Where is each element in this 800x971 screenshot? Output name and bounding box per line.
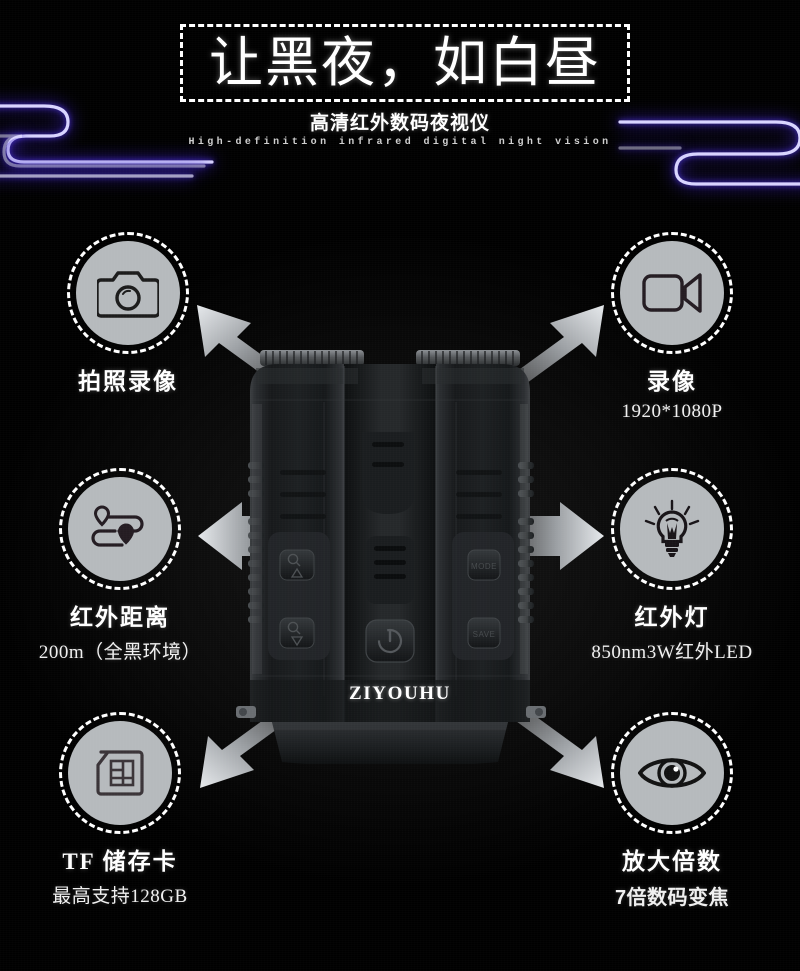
feature-icon-ring xyxy=(611,712,733,834)
subtitle-chinese: 高清红外数码夜视仪 xyxy=(309,113,490,134)
side-grip-right xyxy=(518,462,534,623)
feature-video-recording: 录像 1920*1080P xyxy=(562,232,782,423)
product-brand-label: ZIYOUHU xyxy=(349,683,451,704)
svg-text:MODE: MODE xyxy=(471,562,497,571)
power-button xyxy=(365,619,415,663)
page-title: 让黑夜，如白昼 xyxy=(209,33,601,93)
feature-subtitle: 1920*1080P xyxy=(621,400,723,422)
zoom-in-button xyxy=(279,549,315,581)
svg-text:SAVE: SAVE xyxy=(473,630,496,639)
feature-icon-ring xyxy=(59,468,181,590)
feature-subtitle: 最高支持128GB xyxy=(52,885,188,907)
feature-icon-ring xyxy=(611,468,733,590)
feature-icon-ring xyxy=(59,712,181,834)
feature-subtitle: 200m（全黑环境） xyxy=(38,641,202,663)
mode-button: MODE xyxy=(467,549,501,581)
feature-title: TF 储存卡 xyxy=(62,849,178,874)
feature-subtitle: 7倍数码变焦 xyxy=(614,886,730,909)
subtitle-english: High-definition infrared digital night v… xyxy=(188,137,612,148)
feature-title: 放大倍数 xyxy=(622,848,722,874)
main-title-box: 让黑夜，如白昼 xyxy=(180,24,630,102)
feature-title: 拍照录像 xyxy=(78,368,178,394)
feature-icon-ring xyxy=(67,232,189,354)
feature-infrared-light: 红外灯 850nm3W红外LED xyxy=(562,468,782,664)
feature-title: 红外灯 xyxy=(634,604,710,630)
header: 让黑夜，如白昼 高清红外数码夜视仪 High-definition infrar… xyxy=(0,0,800,190)
zoom-out-button xyxy=(279,617,315,649)
tf-card-icon xyxy=(68,721,172,825)
eyepiece-rings xyxy=(260,350,520,366)
night-vision-binocular-product-image: MODE SAVE xyxy=(236,344,566,764)
eye-icon xyxy=(620,721,724,825)
route-distance-icon xyxy=(68,477,172,581)
feature-photo-video: 拍照录像 xyxy=(18,232,238,401)
feature-infrared-distance: 红外距离 200m（全黑环境） xyxy=(10,468,230,664)
feature-title: 红外距离 xyxy=(70,604,170,630)
feature-digital-zoom: 放大倍数 7倍数码变焦 xyxy=(562,712,782,910)
feature-title: 录像 xyxy=(647,368,697,394)
side-grip-left xyxy=(248,462,264,623)
feature-icon-ring xyxy=(611,232,733,354)
lightbulb-icon xyxy=(620,477,724,581)
feature-subtitle: 850nm3W红外LED xyxy=(591,641,753,663)
save-button: SAVE xyxy=(467,617,501,649)
camera-icon xyxy=(76,241,180,345)
feature-tf-card: TF 储存卡 最高支持128GB xyxy=(10,712,230,908)
video-camera-icon xyxy=(620,241,724,345)
